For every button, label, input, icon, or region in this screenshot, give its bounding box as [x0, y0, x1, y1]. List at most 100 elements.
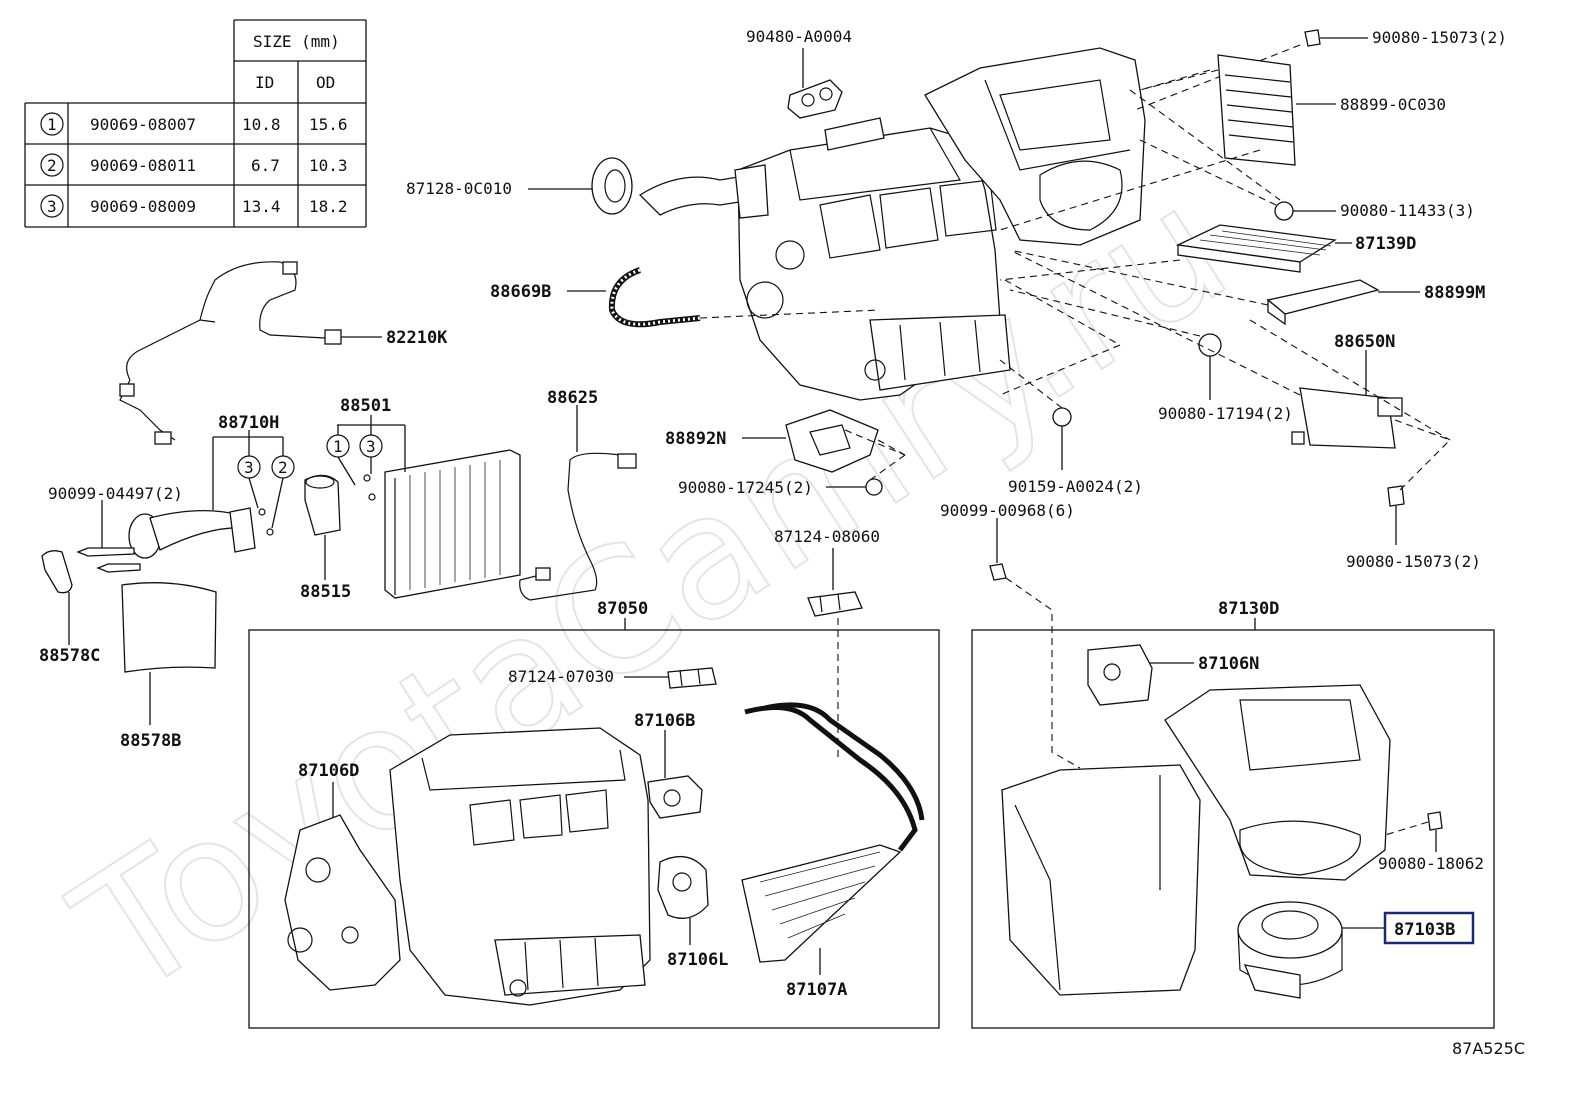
label-90080-18062: 90080-18062 — [1378, 854, 1484, 873]
row-id: 13.4 — [242, 197, 281, 216]
label-87124-07030: 87124-07030 — [508, 667, 614, 686]
blower-case-illustration — [1001, 684, 1391, 996]
label-88625: 88625 — [547, 388, 598, 408]
row-part: 90069-08009 — [90, 197, 196, 216]
label-87128-0C010: 87128-0C010 — [406, 179, 512, 198]
part-88669B[interactable]: 88669B — [490, 267, 881, 328]
part-87128-0C010[interactable]: 87128-0C010 — [406, 157, 633, 215]
row-od: 10.3 — [309, 156, 348, 175]
label-87106D: 87106D — [298, 761, 359, 781]
part-88899-0C030[interactable]: 88899-0C030 — [1139, 54, 1446, 166]
part-90159-A0024[interactable]: 90159-A0024(2) — [999, 359, 1143, 496]
part-87130D[interactable]: 87130D — [1218, 599, 1279, 630]
svg-text:3: 3 — [366, 437, 376, 456]
table-header-id: ID — [255, 73, 274, 92]
row-num: 2 — [47, 156, 57, 175]
label-87139D: 87139D — [1355, 234, 1416, 254]
label-90080-17245: 90080-17245(2) — [678, 478, 813, 497]
part-90080-11433[interactable]: 90080-11433(3) — [1139, 139, 1475, 221]
label-88515: 88515 — [300, 582, 351, 602]
part-88578B[interactable]: 88578B — [120, 582, 217, 751]
label-90080-17194: 90080-17194(2) — [1158, 404, 1293, 423]
label-90080-15073-top: 90080-15073(2) — [1372, 28, 1507, 47]
row-od: 15.6 — [309, 115, 348, 134]
row-od: 18.2 — [309, 197, 348, 216]
part-88501[interactable]: 88501 1 3 — [326, 396, 521, 599]
part-82210K[interactable]: 82210K — [119, 261, 448, 445]
label-88892N: 88892N — [665, 429, 726, 449]
label-87124-08060: 87124-08060 — [774, 527, 880, 546]
part-90080-18062[interactable]: 90080-18062 — [1378, 811, 1484, 873]
row-id: 10.8 — [242, 115, 281, 134]
part-87106B[interactable]: 87106B — [634, 711, 703, 819]
label-87106B: 87106B — [634, 711, 695, 731]
part-88625[interactable]: 88625 — [519, 388, 637, 601]
part-87106N[interactable]: 87106N — [1087, 644, 1259, 706]
assembly-box-87050 — [248, 629, 940, 1029]
label-82210K: 82210K — [386, 328, 448, 348]
part-90080-15073-top[interactable]: 90080-15073(2) — [1134, 28, 1507, 111]
hvac-unit-main-illustration — [638, 47, 1146, 401]
part-87050[interactable]: 87050 — [597, 599, 648, 630]
circle-mark: 3 — [237, 455, 261, 479]
row-part: 90069-08007 — [90, 115, 196, 134]
hvac-case-illustration — [389, 727, 651, 1006]
part-87139D[interactable]: 87139D — [1175, 224, 1416, 273]
part-87106D[interactable]: 87106D — [284, 761, 401, 991]
part-90080-17194[interactable]: 90080-17194(2) — [1009, 289, 1293, 423]
part-87106L[interactable]: 87106L — [657, 855, 728, 970]
row-num: 1 — [47, 115, 57, 134]
label-90080-15073-bottom: 90080-15073(2) — [1346, 552, 1481, 571]
label-88650N: 88650N — [1334, 332, 1395, 352]
label-87130D: 87130D — [1218, 599, 1279, 619]
svg-text:1: 1 — [333, 437, 343, 456]
label-88578B: 88578B — [120, 731, 181, 751]
svg-text:3: 3 — [244, 458, 254, 477]
part-88578C[interactable]: 88578C — [39, 550, 100, 666]
label-88899-0C030: 88899-0C030 — [1340, 95, 1446, 114]
part-90099-00968[interactable]: 90099-00968(6) — [940, 501, 1081, 769]
part-90080-17245[interactable]: 90080-17245(2) — [678, 478, 883, 497]
part-87103B[interactable]: 87103B — [1237, 901, 1475, 999]
table-header-od: OD — [316, 73, 335, 92]
highlight-frame — [1383, 911, 1475, 945]
label-88578C: 88578C — [39, 646, 100, 666]
label-88899M: 88899M — [1424, 283, 1485, 303]
circle-mark: 2 — [271, 455, 295, 479]
table-row: 3 90069-08009 13.4 18.2 — [40, 194, 348, 218]
label-88710H: 88710H — [218, 413, 279, 433]
label-87103B: 87103B — [1394, 920, 1455, 940]
assembly-box-87130D — [971, 629, 1495, 1029]
svg-text:2: 2 — [278, 458, 288, 477]
label-88501: 88501 — [340, 396, 391, 416]
part-87124-08060[interactable]: 87124-08060 — [774, 527, 880, 760]
row-id: 6.7 — [251, 156, 280, 175]
label-87107A: 87107A — [786, 980, 847, 1000]
label-90099-00968: 90099-00968(6) — [940, 501, 1075, 520]
part-88899M[interactable]: 88899M — [1009, 249, 1485, 326]
table-row: 2 90069-08011 6.7 10.3 — [40, 153, 348, 177]
part-90480-A0004[interactable]: 90480-A0004 — [746, 27, 852, 119]
part-88515[interactable]: 88515 — [300, 474, 351, 602]
circle-mark: 1 — [326, 434, 350, 458]
part-87124-07030[interactable]: 87124-07030 — [508, 667, 717, 689]
circle-mark: 3 — [359, 434, 383, 458]
table-row: 1 90069-08007 10.8 15.6 — [40, 112, 348, 136]
label-90480-A0004: 90480-A0004 — [746, 27, 852, 46]
part-90080-15073-bottom[interactable]: 90080-15073(2) — [1346, 485, 1481, 571]
label-90080-11433: 90080-11433(3) — [1340, 201, 1475, 220]
part-88892N[interactable]: 88892N — [665, 409, 906, 473]
guide-lines — [844, 69, 1451, 491]
label-90099-04497: 90099-04497(2) — [48, 484, 183, 503]
label-88669B: 88669B — [490, 282, 551, 302]
size-table: SIZE (mm) ID OD 1 90069-08007 10.8 15.6 … — [24, 19, 367, 228]
part-90099-04497[interactable]: 90099-04497(2) — [48, 484, 183, 573]
label-87050: 87050 — [597, 599, 648, 619]
part-88650N[interactable]: 88650N — [1009, 249, 1451, 449]
row-num: 3 — [47, 197, 57, 216]
label-87106L: 87106L — [667, 950, 728, 970]
part-87107A[interactable]: 87107A — [741, 702, 925, 1000]
part-88710H[interactable]: 88710H 3 2 — [128, 413, 295, 559]
table-header-size: SIZE (mm) — [253, 32, 340, 51]
